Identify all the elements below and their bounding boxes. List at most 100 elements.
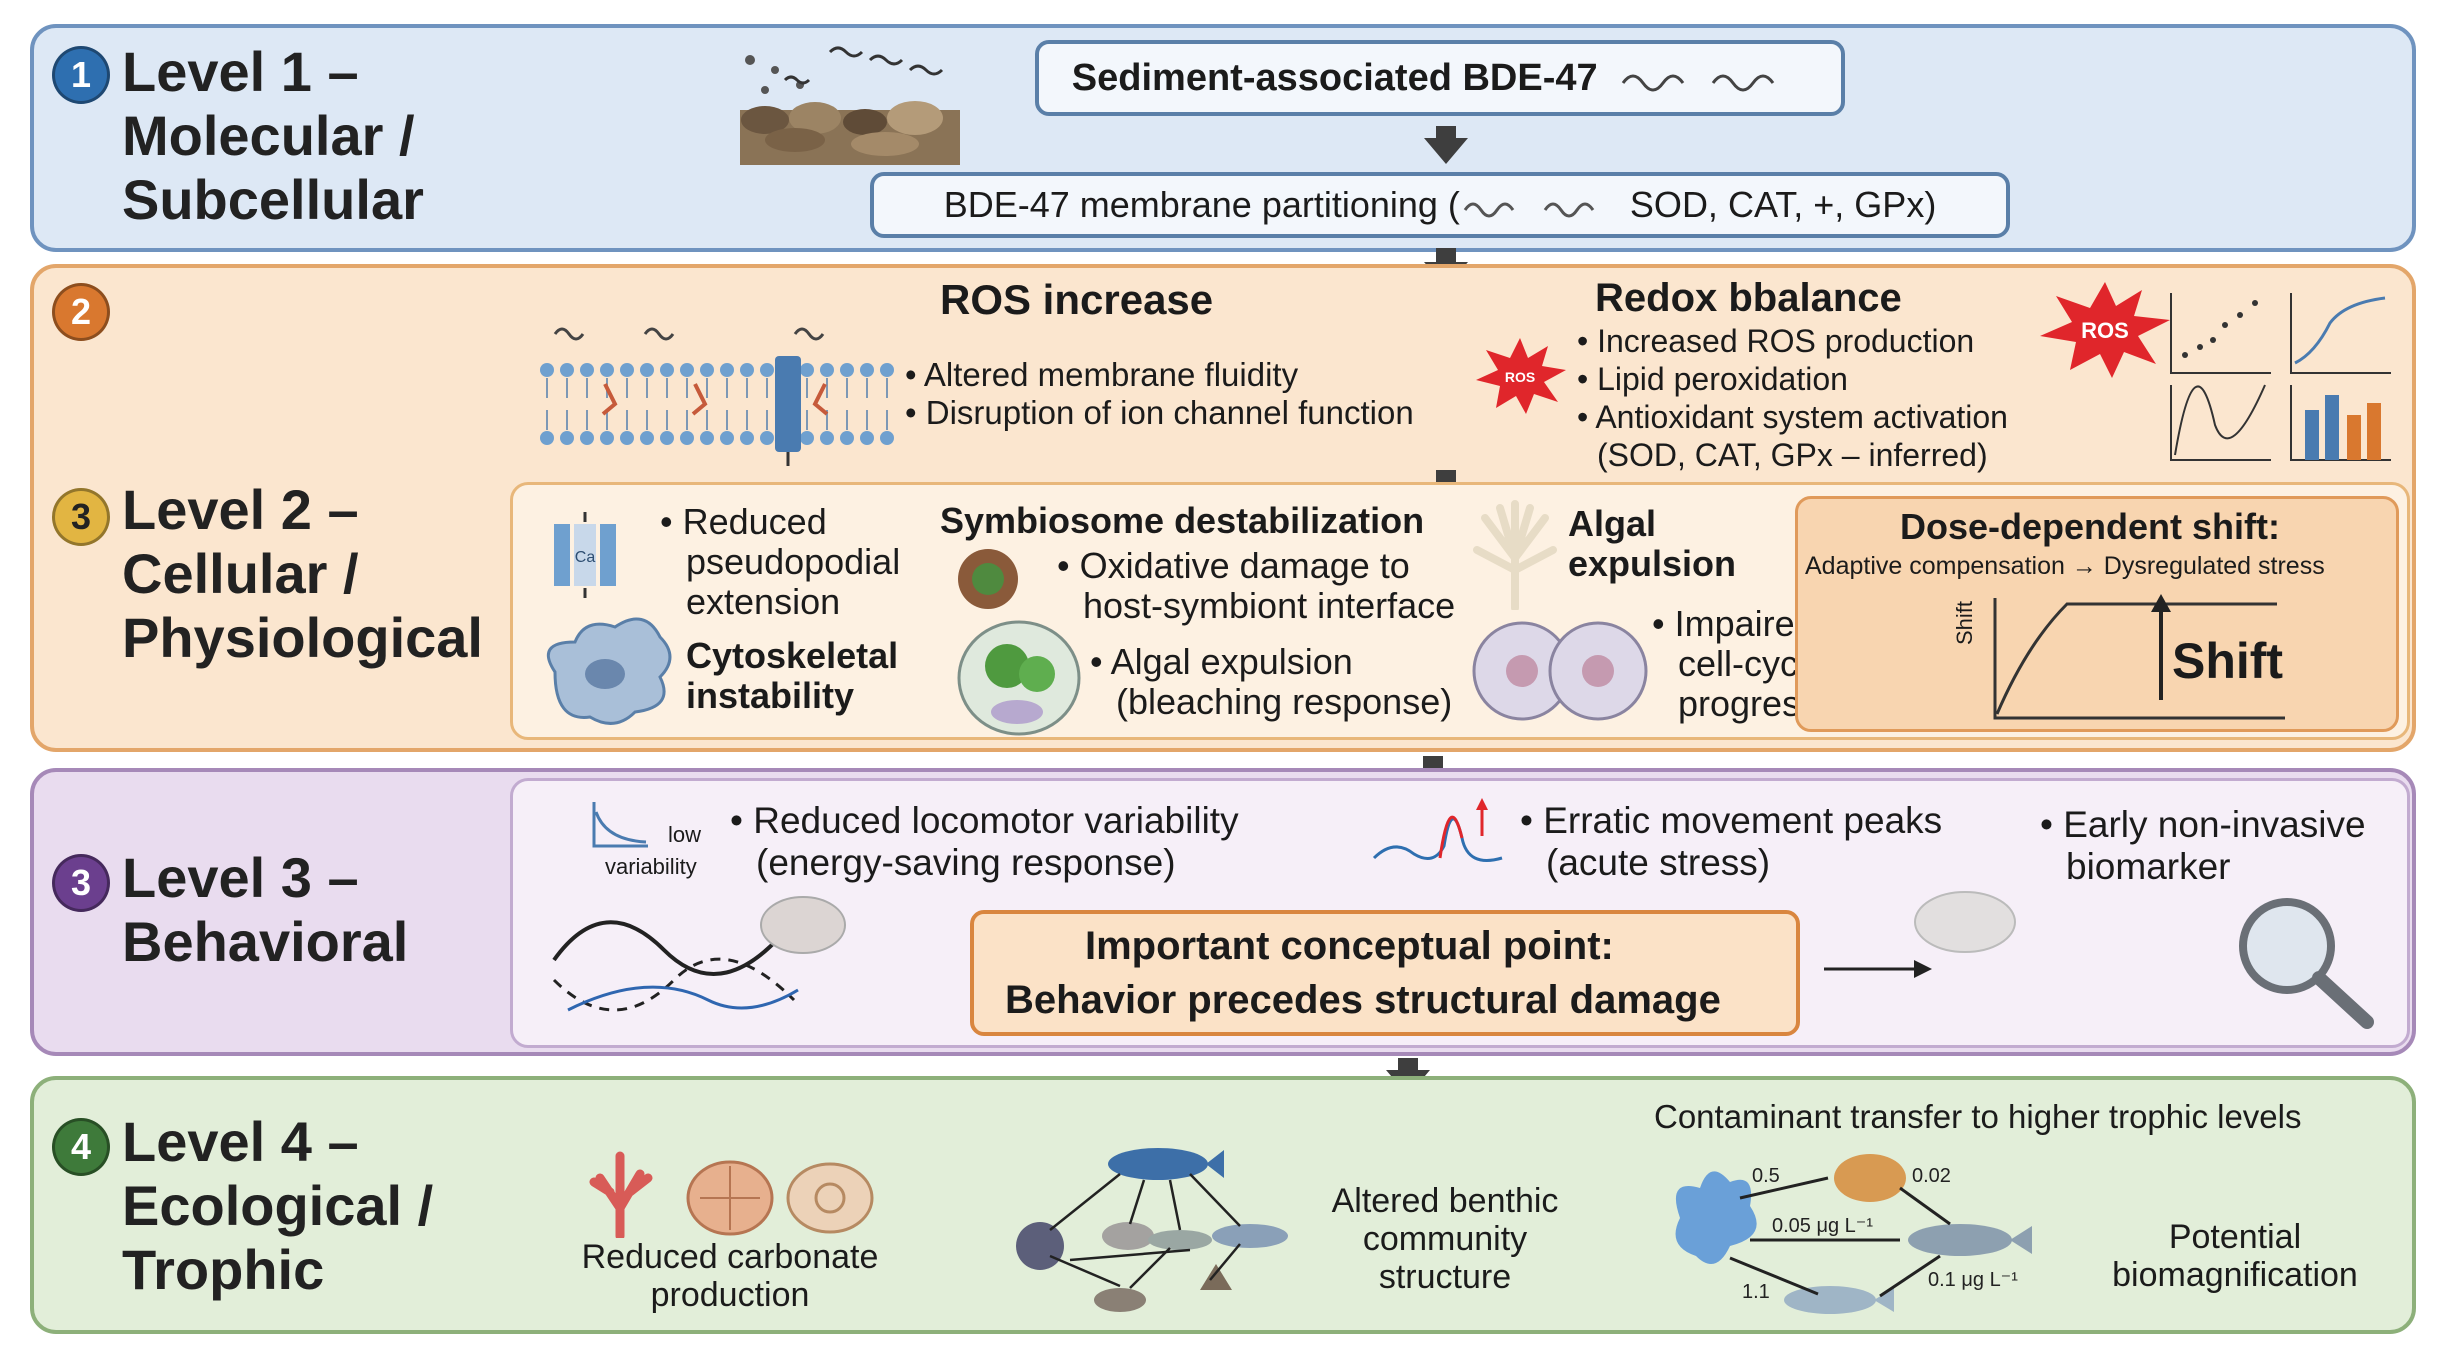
benthic-line: Altered benthic [1331, 1182, 1559, 1220]
important-point-box [970, 910, 1800, 1036]
pseudopodial-line: pseudopodial [686, 541, 901, 582]
transfer-value-label: 0.02 [1912, 1165, 1951, 1187]
biomagnification-line: biomagnification [2112, 1256, 2358, 1294]
transfer-value-label: 0.5 [1752, 1165, 1780, 1187]
algal-expulsion-title: Algal expulsion [1568, 504, 1736, 584]
algal-expulsion-title-line: expulsion [1568, 543, 1737, 584]
lipid-bilayer-illustration [540, 327, 894, 466]
level4-title-line: Trophic [122, 1238, 325, 1301]
level2-title: Level 2 – Cellular / Physiological [122, 478, 483, 670]
dose-shift-label: Shift [2172, 633, 2284, 689]
level2-title-line: Physiological [122, 606, 483, 669]
dose-shift-title: Dose-dependent shift: [1900, 506, 2281, 547]
level1-title: Level 1 – Molecular / Subcellular [122, 40, 424, 232]
level1-title-line: Subcellular [122, 168, 424, 231]
redox-balance-title: Redox bbalance [1595, 276, 1902, 320]
level4-panel [30, 1076, 2416, 1334]
dose-shift-curve-graph [1993, 594, 2285, 720]
redox-bullet-item: • Lipid peroxidation [1577, 361, 1848, 397]
symbiosome-line: host-symbiont interface [1083, 585, 1456, 626]
sediment-bde47-label: Sediment-associated BDE-47 [1071, 57, 1598, 99]
right-arrow-icon [1824, 960, 1932, 978]
sediment-illustration [740, 46, 960, 165]
shell-organism-icon [1914, 891, 2016, 953]
level3-title-line: Level 3 – [122, 846, 359, 909]
dose-shift-axis-label: Shift [1952, 600, 1977, 645]
level2-header-number-badge: 2 [52, 283, 110, 341]
host-cell-algae-icon [957, 620, 1081, 736]
important-point-line2: Behavior precedes structural damage [1005, 978, 1721, 1022]
symbiosome-title: Symbiosome destabilization [940, 500, 1425, 541]
early-biomarker-line: biomarker [2066, 846, 2231, 887]
flow-arrow-stem [1436, 248, 1456, 266]
locomotor-line: (energy-saving response) [756, 842, 1176, 883]
pseudopodial-text: • Reduced pseudopodial extension [660, 502, 900, 622]
sediment-bde47-box: Sediment-associated BDE-47 [1035, 40, 1845, 116]
important-point-line1: Important conceptual point: [1085, 924, 1614, 968]
level1-title-line: Level 1 – [122, 40, 359, 103]
pseudopodial-line: extension [686, 581, 841, 622]
ion-channel-icon: Ca [554, 512, 616, 598]
level2-title-line: Cellular / [122, 542, 359, 605]
benthic-text: Altered benthic community structure [1295, 1182, 1595, 1296]
redox-bullet-item: • Increased ROS production [1577, 323, 1975, 359]
amoeboid-cell-icon [546, 617, 672, 725]
level4-title-line: Ecological / [122, 1174, 434, 1237]
cytoskeletal-line: Cytoskeletal [686, 635, 899, 676]
trophic-transfer-title: Contaminant transfer to higher trophic l… [1654, 1098, 2302, 1135]
flow-arrow-down [1424, 138, 1468, 164]
membrane-partitioning-box: BDE-47 membrane partitioning ( SOD, CAT,… [870, 172, 2010, 238]
pseudopodial-line: • Reduced [660, 501, 827, 542]
low-variability-label: low [668, 822, 702, 847]
transfer-value-label: 1.1 [1742, 1281, 1770, 1303]
level1-title-line: Molecular / [122, 104, 415, 167]
level4-title: Level 4 – Ecological / Trophic [122, 1110, 433, 1302]
cell-cycle-line: • Impaired [1652, 603, 1815, 644]
ros-bullets: • Altered membrane fluidity • Disruption… [905, 356, 1414, 432]
biomagnification-line: Potential [2168, 1218, 2302, 1256]
symbiont-cell-icon [958, 549, 1018, 609]
algal-expulsion-bullet: • Algal expulsion (bleaching response) [1090, 642, 1452, 722]
trophic-transfer-diagram: 0.5 0.02 0.05 μg L⁻¹ 1.1 0.1 μg L⁻¹ [1675, 1154, 2032, 1314]
magnifier-icon [2239, 898, 2374, 1029]
coral-shell-icons [589, 1151, 874, 1238]
algal-expulsion-title-line: Algal [1568, 503, 1657, 544]
erratic-text: • Erratic movement peaks (acute stress) [1520, 800, 1942, 884]
erratic-line: (acute stress) [1546, 842, 1771, 883]
mini-plots-illustration [2170, 293, 2391, 461]
early-biomarker-line: • Early non-invasive [2040, 804, 2366, 845]
early-biomarker-text: • Early non-invasive biomarker [2040, 804, 2366, 888]
cytoskeletal-text: Cytoskeletal instability [686, 636, 898, 716]
level3-title-line: Behavioral [122, 910, 409, 973]
cytoskeletal-line: instability [686, 675, 855, 716]
movement-trajectory-illustration [552, 896, 846, 1012]
level4-title-line: Level 4 – [122, 1110, 359, 1173]
redox-bullet-item: • Antioxidant system activation [1577, 399, 2008, 435]
coral-polyp-icon [1473, 500, 1557, 610]
biomagnification-text: Potential biomagnification [2090, 1218, 2380, 1294]
transfer-value-label: 0.05 μg L⁻¹ [1772, 1215, 1873, 1237]
bde47-molecule-icon [1463, 203, 1595, 218]
ros-increase-title: ROS increase [940, 276, 1214, 323]
ros-burst-large-label: ROS [2081, 318, 2129, 343]
algal-expulsion-line: (bleaching response) [1116, 681, 1453, 722]
ros-bullet-item: • Altered membrane fluidity [905, 356, 1299, 393]
level3-number-badge: 3 [52, 854, 110, 912]
antioxidant-enzymes-label: SOD, CAT, +, GPx) [1619, 184, 1937, 225]
benthic-food-web-illustration [1016, 1148, 1288, 1312]
bde47-molecule-icon [1621, 74, 1775, 92]
low-variability-icon [592, 802, 648, 848]
locomotor-text: • Reduced locomotor variability (energy-… [730, 800, 1239, 884]
redox-bullets: • Increased ROS production • Lipid perox… [1577, 322, 2008, 474]
dividing-cell-icon [1472, 621, 1648, 721]
locomotor-line: • Reduced locomotor variability [730, 800, 1239, 841]
ros-burst-label: ROS [1505, 369, 1535, 385]
symbiosome-line: • Oxidative damage to [1057, 545, 1410, 586]
level2-title-line: Level 2 – [122, 478, 359, 541]
variability-label: variability [605, 854, 697, 879]
erratic-line: • Erratic movement peaks [1520, 800, 1943, 841]
calcium-ion-label: Ca [575, 549, 596, 566]
level1-number-badge: 1 [52, 46, 110, 104]
membrane-partitioning-label: BDE-47 membrane partitioning ( [943, 184, 1460, 225]
carbonate-text: Reduced carbonate production [570, 1238, 890, 1314]
